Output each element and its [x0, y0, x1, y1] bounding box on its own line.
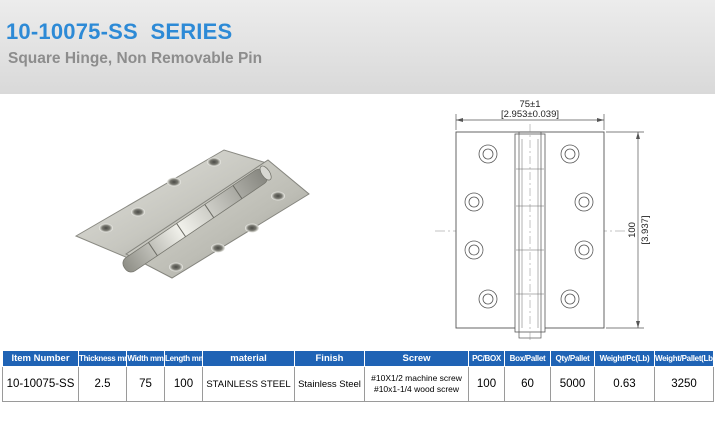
col-screw: Screw	[364, 350, 469, 367]
cell-item-number: 10-10075-SS	[2, 366, 79, 402]
cell-width: 75	[126, 366, 165, 402]
cell-finish: Stainless Steel	[294, 366, 365, 402]
cell-weight-pc: 0.63	[594, 366, 655, 402]
height-dimension: 100	[627, 222, 638, 238]
header-band: 10-10075-SS SERIES Square Hinge, Non Rem…	[0, 0, 715, 95]
col-box-pallet: Box/Pallet	[504, 350, 551, 367]
cell-box-pallet: 60	[504, 366, 551, 402]
col-thickness: Thickness mm	[78, 350, 127, 367]
col-qty-pallet: Qty/Pallet	[550, 350, 595, 367]
height-dimension-inch: [3.937]	[640, 215, 651, 244]
cell-screw: #10X1/2 machine screw #10x1-1/4 wood scr…	[364, 366, 469, 402]
hinge-photo	[74, 149, 310, 279]
page-subtitle: Square Hinge, Non Removable Pin	[8, 50, 263, 67]
specs-table: Item Number Thickness mm Width mm Length…	[2, 350, 714, 402]
cell-qty-pallet: 5000	[550, 366, 595, 402]
width-dimension-inch: [2.953±0.039]	[501, 109, 559, 120]
table-row: 10-10075-SS 2.5 75 100 STAINLESS STEEL S…	[2, 366, 714, 402]
width-dimension: 75±1	[519, 99, 540, 110]
col-material: material	[202, 350, 295, 367]
col-width: Width mm	[126, 350, 165, 367]
cell-pc-box: 100	[468, 366, 505, 402]
col-weight-pallet: Weight/Pallet(Lb)	[654, 350, 714, 367]
col-finish: Finish	[294, 350, 365, 367]
cell-length: 100	[164, 366, 203, 402]
cell-material: STAINLESS STEEL	[202, 366, 295, 402]
cell-thickness: 2.5	[78, 366, 127, 402]
table-header-row: Item Number Thickness mm Width mm Length…	[2, 350, 714, 367]
screw-line-1: #10X1/2 machine screw	[371, 373, 462, 383]
col-item-number: Item Number	[2, 350, 79, 367]
col-length: Length mm	[164, 350, 203, 367]
technical-drawing: 75±1 [2.953±0.039] 100 [3.937]	[435, 99, 651, 342]
col-weight-pc: Weight/Pc(Lb)	[594, 350, 655, 367]
screw-line-2: #10x1-1/4 wood screw	[373, 384, 460, 394]
cell-weight-pallet: 3250	[654, 366, 714, 402]
page-title: 10-10075-SS SERIES	[6, 19, 233, 44]
col-pc-box: PC/BOX	[468, 350, 505, 367]
